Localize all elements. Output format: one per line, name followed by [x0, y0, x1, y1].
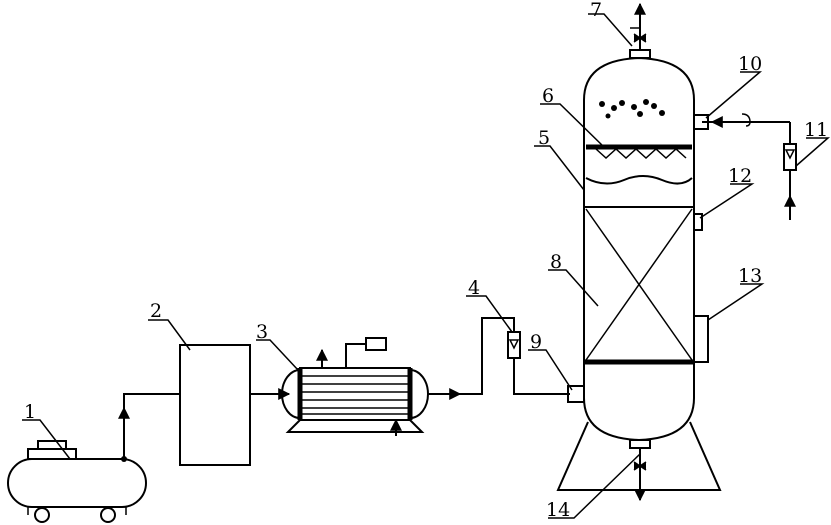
pipe-compressor-to-tank	[118, 393, 180, 462]
label-8: 8	[550, 251, 562, 273]
label-13: 13	[738, 265, 762, 287]
label-6: 6	[542, 85, 554, 107]
label-3: 3	[256, 321, 268, 343]
heat-exchanger	[281, 337, 429, 436]
label-4: 4	[468, 277, 480, 299]
liquid-inlet	[693, 113, 791, 144]
label-12: 12	[728, 165, 752, 187]
label-11: 11	[804, 119, 828, 141]
droplets	[599, 99, 665, 119]
side-manhole	[693, 315, 709, 363]
rotameter-11	[783, 143, 797, 220]
reactor-column	[583, 49, 695, 449]
rotameter-4	[507, 331, 521, 359]
label-5: 5	[538, 127, 550, 149]
leader-lines	[22, 13, 830, 519]
label-2: 2	[150, 300, 162, 322]
label-7: 7	[590, 0, 602, 21]
pipe-flowmeter-to-column	[513, 358, 570, 395]
label-10: 10	[738, 53, 762, 75]
top-outlet-valve	[630, 2, 647, 50]
column-support	[556, 421, 722, 491]
number-labels: 1 2 3 4 5 6 7 8 9 10 11 12 13 14	[24, 0, 828, 521]
label-1: 1	[24, 401, 36, 423]
buffer-tank	[179, 344, 251, 466]
air-compressor	[7, 440, 147, 523]
bottom-drain-valve	[633, 448, 647, 502]
label-14: 14	[546, 499, 570, 521]
gas-inlet-nozzle	[567, 385, 585, 403]
label-9: 9	[530, 331, 542, 353]
sample-port	[693, 213, 703, 231]
pipe-exchanger-to-flowmeter	[428, 317, 515, 400]
